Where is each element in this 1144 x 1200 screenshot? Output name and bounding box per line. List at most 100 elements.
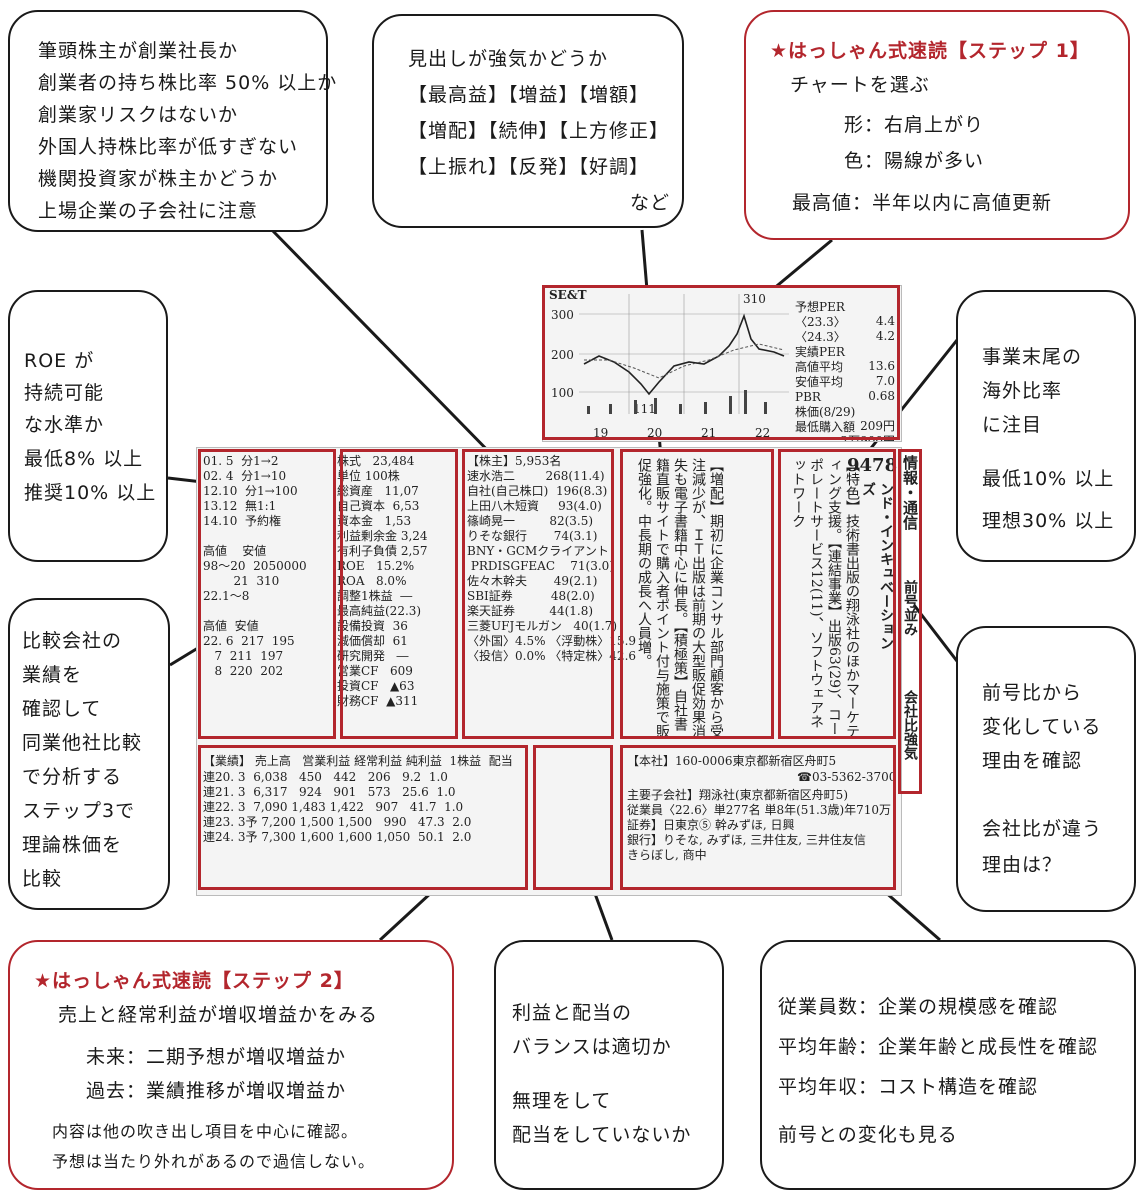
business-box [778, 449, 896, 739]
bubble-line: 従業員数：企業の規模感を確認 [778, 996, 1059, 1018]
tag-company: 会社比強気 [902, 690, 918, 760]
bubble-line: 外国人持株比率が低すぎない [38, 136, 299, 158]
bubble-line: 最低10% 以上 [982, 468, 1115, 490]
shareholder-history-box [198, 449, 336, 739]
col2-text: 株式 23,484 単位 100株 総資産 11,07 自己資本 6,53 資本… [337, 454, 428, 708]
bubble-line: ROE が [24, 350, 95, 372]
bubble-line: 確認して [22, 698, 102, 720]
bubble-line: 見出しが強気かどうか [408, 48, 609, 70]
bubble-line: 【上振れ】【反発】【好調】 [408, 156, 650, 178]
dividend-box [533, 745, 613, 890]
bubble-shareholders: 筆頭株主が創業社長か 創業者の持ち株比率 50% 以上か 創業家リスクはないか … [8, 10, 336, 232]
sector-label: 情報・通信 [901, 455, 919, 530]
shareholders-box [462, 449, 614, 739]
tag-prev: 前号並み [902, 580, 918, 636]
chart-highlight-box [542, 285, 900, 440]
sector-box [898, 449, 922, 794]
address-line: 【本社】160-0006東京都新宿区舟町5 [627, 754, 837, 768]
newspaper-clip: 01. 5 分1→2 02. 4 分1→10 12.10 分1→100 13.1… [196, 447, 902, 896]
bubble-line: 会社比が違う [982, 818, 1103, 840]
bubble-line: 【最高益】【増益】【増額】 [408, 84, 650, 106]
office-text: 主要子会社】翔泳社(東京都新宿区舟町5) 従業員〈22.6〉単277名 単8年(… [627, 788, 892, 862]
chart-y-100: 100 [551, 386, 574, 400]
chart-y-200: 200 [551, 348, 574, 362]
col3-text: 【株主】5,953名 速水浩二 268(11.4) 自社(自己株口) 196(8… [467, 454, 637, 663]
table-row: 連22. 3 7,090 1,483 1,422 907 41.7 1.0 [203, 800, 464, 814]
step1-title: ★はっしゃん式速読【ステップ 1】 [770, 40, 1090, 62]
chart-year-22: 22 [755, 426, 771, 440]
stock-code: 9478 [847, 455, 898, 476]
bubble-dividend: 利益と配当の バランスは適切か 無理をして 配当をしていないか [494, 940, 724, 1190]
bubble-overseas: 事業末尾の 海外比率 に注目 最低10% 以上 理想30% 以上 [956, 290, 1136, 562]
bubble-line: ステップ3で [22, 800, 136, 822]
chart-year-20: 20 [647, 426, 663, 440]
bubble-line: 上場企業の子会社に注意 [38, 200, 259, 222]
bubble-line: 海外比率 [982, 380, 1063, 402]
col4-text: 【増配】期初に企業コンサル部門顧客から受注減少が、ＩＴ出版は前期の大型販促効果消… [636, 458, 724, 738]
bubble-step2: ★はっしゃん式速読【ステップ 2】 売上と経常利益が増収増益かをみる 未来：二期… [8, 940, 454, 1190]
bubble-line: 【増配】【続伸】【上方修正】 [408, 120, 670, 142]
results-table: 【業績】 売上高 営業利益 経常利益 純利益 1株益 配当 [203, 754, 513, 768]
bubble-line: で分析する [22, 766, 123, 788]
col1-text: 01. 5 分1→2 02. 4 分1→10 12.10 分1→100 13.1… [203, 454, 307, 678]
bubble-line: 過去：業績推移が増収増益か [86, 1080, 347, 1102]
bubble-line: 色：陽線が多い [844, 150, 985, 172]
phone-line: ☎03-5362-3700 [797, 770, 897, 784]
bubble-peers: 比較会社の 業績を 確認して 同業他社比較 で分析する ステップ3で 理論株価を… [8, 598, 170, 910]
bubble-line: 創業家リスクはないか [38, 104, 239, 126]
bubble-headline: 見出しが強気かどうか 【最高益】【増益】【増額】 【増配】【続伸】【上方修正】 … [372, 14, 684, 228]
bubble-line: な水準か [24, 414, 105, 436]
bubble-line: 最低8% 以上 [24, 448, 144, 470]
chart-year-21: 21 [701, 426, 717, 440]
bubble-line: 無理をして [512, 1090, 612, 1112]
comment-box [620, 449, 774, 739]
bubble-line: バランスは適切か [512, 1036, 672, 1058]
bubble-line: 未来：二期予想が増収増益か [86, 1046, 347, 1068]
bubble-line: 変化している [982, 716, 1102, 738]
bubble-line: 内容は他の吹き出し項目を中心に確認。 [52, 1122, 359, 1141]
bubble-line: 機関投資家が株主かどうか [38, 168, 279, 190]
bubble-changes: 前号比から 変化している 理由を確認 会社比が違う 理由は？ [956, 626, 1136, 912]
bubble-line: 筆頭株主が創業社長か [38, 40, 239, 62]
bubble-step1: ★はっしゃん式速読【ステップ 1】 チャートを選ぶ 形：右肩上がり 色：陽線が多… [744, 10, 1130, 240]
bubble-line: 平均年齢：企業年齢と成長性を確認 [778, 1036, 1099, 1058]
bubble-line: 形：右肩上がり [844, 114, 985, 136]
bubble-line: 比較 [22, 868, 63, 890]
financial-box [340, 449, 458, 739]
bubble-line: 利益と配当の [512, 1002, 633, 1024]
table-row: 連20. 3 6,038 450 442 206 9.2 1.0 [203, 770, 448, 784]
table-row: 連23. 3予 7,200 1,500 1,500 990 47.3 2.0 [203, 815, 472, 829]
bubble-line: 事業末尾の [982, 346, 1083, 368]
bubble-line: 業績を [22, 664, 83, 686]
bubble-line: など [630, 192, 671, 214]
bubble-line: 理由は？ [982, 854, 1063, 876]
bubble-line: 同業他社比較 [22, 732, 143, 754]
bubble-line: 比較会社の [22, 630, 123, 652]
chart-side-labels: 予想PER 〈23.3〉 〈24.3〉 実績PER 高値平均 安値平均 PBR … [795, 300, 856, 434]
stock-chart [579, 294, 789, 414]
step2-title: ★はっしゃん式速読【ステップ 2】 [34, 970, 354, 992]
bubble-line: 平均年収：コスト構造を確認 [778, 1076, 1039, 1098]
bubble-line: 予想は当たり外れがあるので過信しない。 [52, 1152, 376, 1171]
chart-year-19: 19 [593, 426, 609, 440]
bubble-line: 持続可能 [24, 382, 105, 404]
chart-y-300: 300 [551, 308, 574, 322]
bubble-line: 創業者の持ち株比率 50% 以上か [38, 72, 338, 94]
bubble-line: 売上と経常利益が増収増益かをみる [58, 1004, 379, 1026]
table-row: 連21. 3 6,317 924 901 573 25.6 1.0 [203, 785, 456, 799]
col5-text: 【特色】技術書出版の翔泳社のほかマーケティング支援。【連結事業】出版63(29)… [790, 458, 860, 738]
bubble-line: 前号との変化も見る [778, 1124, 958, 1146]
bubble-line: 推奨10% 以上 [24, 482, 157, 504]
chart-clip: SE&T 310 300 200 100 111 19 20 21 22 予想P… [542, 285, 902, 442]
results-rows: 連20. 3 6,038 450 442 206 9.2 1.0 連21. 3 … [203, 770, 471, 845]
chart-top-value: 310 [743, 292, 766, 306]
bubble-line: 前号比から [982, 682, 1083, 704]
office-box [620, 745, 896, 890]
connector-b1 [268, 226, 502, 465]
bubble-line: チャートを選ぶ [790, 74, 930, 96]
bubble-line: 理論株価を [22, 834, 123, 856]
chart-code: SE&T [549, 288, 587, 302]
bubble-line: 最高値：半年以内に高値更新 [792, 192, 1053, 214]
bubble-line: 理由を確認 [982, 750, 1083, 772]
results-box [198, 745, 528, 890]
